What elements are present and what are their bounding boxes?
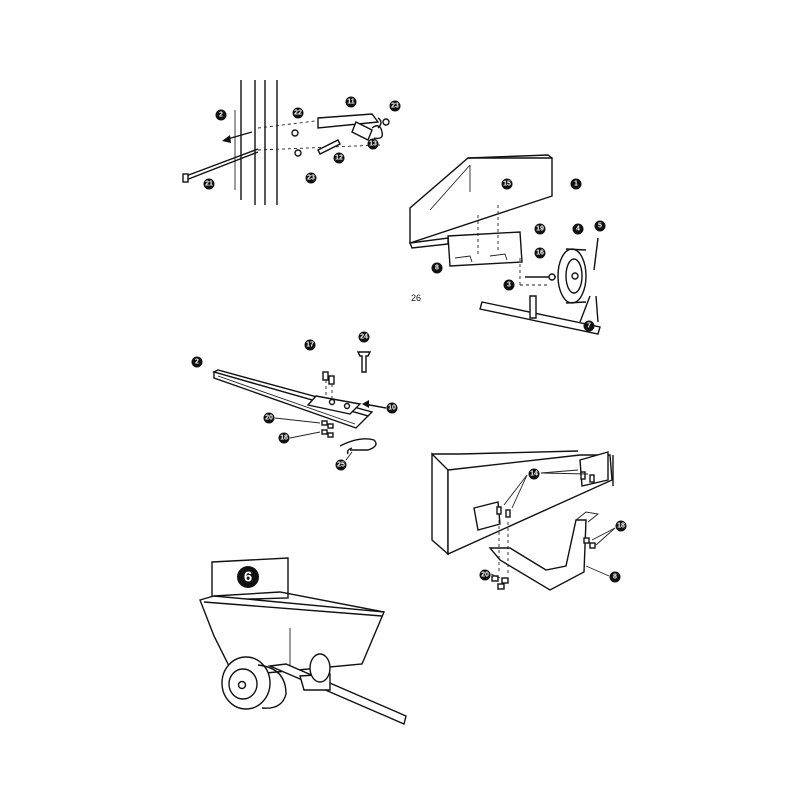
svg-text:12: 12 xyxy=(335,155,343,162)
svg-text:1: 1 xyxy=(574,181,578,188)
svg-text:25: 25 xyxy=(337,462,345,469)
bracket-callout-18: 18 xyxy=(615,520,627,532)
handle-callout-18: 18 xyxy=(278,432,290,444)
handle-assembly: 2 17 24 10 20 18 25 xyxy=(191,331,398,471)
svg-text:22: 22 xyxy=(294,110,302,117)
svg-text:24: 24 xyxy=(360,334,368,341)
tub-callout-7: 7 xyxy=(583,320,595,332)
svg-text:6: 6 xyxy=(244,569,252,586)
svg-text:18: 18 xyxy=(280,435,288,442)
svg-text:15: 15 xyxy=(503,181,511,188)
svg-text:20: 20 xyxy=(481,572,489,579)
svg-text:21: 21 xyxy=(205,181,213,188)
svg-text:5: 5 xyxy=(598,223,602,230)
svg-text:4: 4 xyxy=(576,226,580,233)
tub-callout-19: 19 xyxy=(534,223,546,235)
svg-text:18: 18 xyxy=(617,523,625,530)
tub-callout-4: 4 xyxy=(572,223,584,235)
bracket-callout-8: 8 xyxy=(609,571,621,583)
tub-callout-3: 3 xyxy=(503,279,515,291)
svg-text:8: 8 xyxy=(435,265,439,272)
tub-label-26: 26 xyxy=(411,293,421,303)
svg-text:8: 8 xyxy=(613,574,617,581)
cart-assembly: 6 xyxy=(199,557,407,725)
cart-badge-6: 6 xyxy=(237,566,259,588)
handle-callout-10: 10 xyxy=(386,402,398,414)
tub-callout-8: 8 xyxy=(431,262,443,274)
svg-text:13: 13 xyxy=(369,141,377,148)
handle-callout-25: 25 xyxy=(335,459,347,471)
svg-text:7: 7 xyxy=(587,323,591,330)
hitch-callout-23-top: 23 xyxy=(389,100,401,112)
tub-callout-15: 15 xyxy=(501,178,513,190)
hitch-callout-13: 13 xyxy=(367,138,379,150)
handle-callout-17: 17 xyxy=(304,339,316,351)
hitch-callout-12: 12 xyxy=(333,152,345,164)
tub-callout-5: 5 xyxy=(594,220,606,232)
svg-text:11: 11 xyxy=(347,99,355,106)
svg-text:2: 2 xyxy=(195,359,199,366)
tub-callout-1: 1 xyxy=(570,178,582,190)
hitch-assembly: 2 22 11 23 13 12 23 21 xyxy=(182,80,401,205)
handle-callout-24: 24 xyxy=(358,331,370,343)
svg-text:2: 2 xyxy=(219,112,223,119)
svg-text:17: 17 xyxy=(306,342,314,349)
svg-text:14: 14 xyxy=(530,471,538,478)
bracket-callout-20: 20 xyxy=(479,569,491,581)
svg-text:23: 23 xyxy=(307,175,315,182)
hitch-callout-22: 22 xyxy=(292,107,304,119)
svg-text:16: 16 xyxy=(536,250,544,257)
bracket-callout-14: 14 xyxy=(528,468,540,480)
hitch-callout-11: 11 xyxy=(345,96,357,108)
hitch-callout-2: 2 xyxy=(215,109,227,121)
tub-wheel-assembly: 1 15 19 4 5 16 8 3 xyxy=(409,154,606,335)
tub-callout-16: 16 xyxy=(534,247,546,259)
svg-text:10: 10 xyxy=(388,405,396,412)
bracket-assembly: 14 18 20 8 xyxy=(431,450,627,591)
svg-text:20: 20 xyxy=(265,415,273,422)
hitch-callout-21: 21 xyxy=(203,178,215,190)
svg-text:23: 23 xyxy=(391,103,399,110)
hitch-callout-23-bottom: 23 xyxy=(305,172,317,184)
svg-text:19: 19 xyxy=(536,226,544,233)
handle-callout-20: 20 xyxy=(263,412,275,424)
handle-callout-2: 2 xyxy=(191,356,203,368)
svg-text:3: 3 xyxy=(507,282,511,289)
